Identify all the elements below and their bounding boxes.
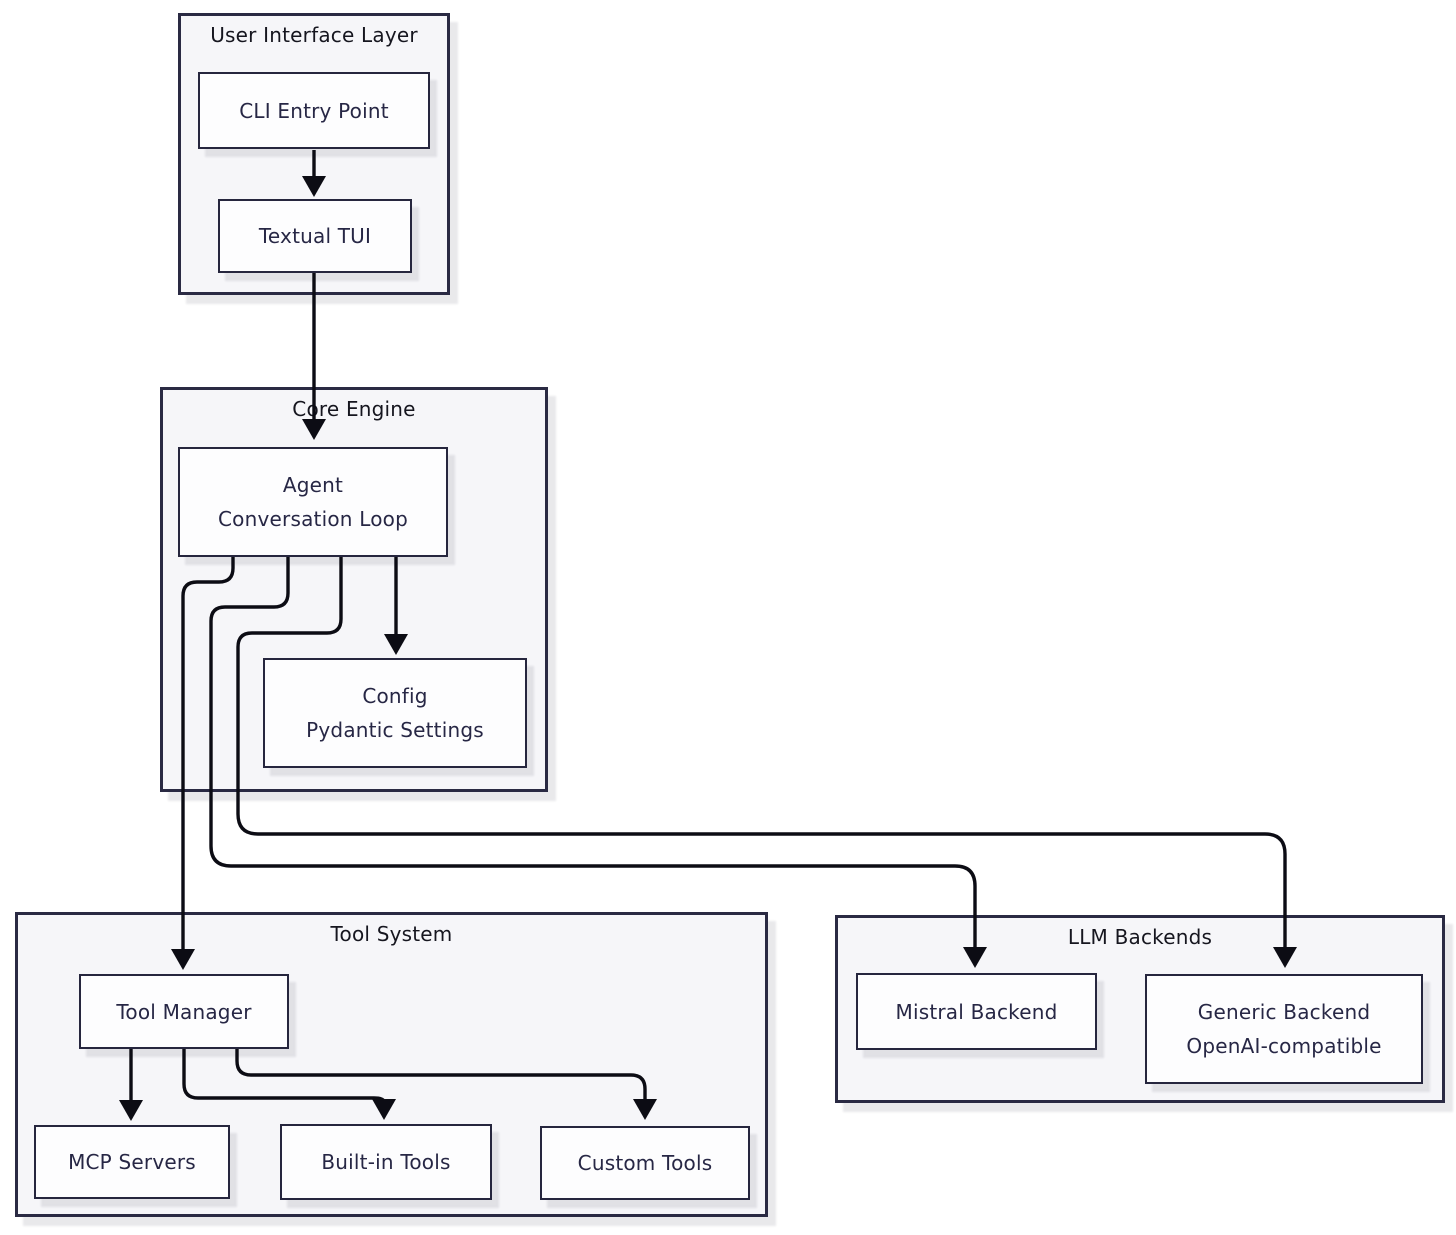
node-label-line: Config xyxy=(362,684,428,708)
node-tool-manager: Tool Manager xyxy=(79,974,289,1049)
node-label: Built-in Tools xyxy=(321,1150,451,1174)
node-textual-tui: Textual TUI xyxy=(218,199,412,273)
node-label: Textual TUI xyxy=(258,224,372,248)
node-config-pydantic-settings: Config Pydantic Settings xyxy=(263,658,527,768)
node-mistral-backend: Mistral Backend xyxy=(856,973,1097,1050)
container-title-core-engine: Core Engine xyxy=(292,397,416,421)
node-label: MCP Servers xyxy=(68,1150,196,1174)
node-label: Custom Tools xyxy=(577,1151,713,1175)
node-generic-backend: Generic Backend OpenAI-compatible xyxy=(1145,974,1423,1084)
node-label-line: Conversation Loop xyxy=(218,507,408,531)
node-agent-conversation-loop: Agent Conversation Loop xyxy=(178,447,448,557)
node-label: Tool Manager xyxy=(116,999,252,1024)
node-mcp-servers: MCP Servers xyxy=(34,1125,230,1199)
node-cli-entry-point: CLI Entry Point xyxy=(198,72,430,149)
node-label-line: Pydantic Settings xyxy=(306,718,484,742)
node-label: CLI Entry Point xyxy=(239,98,389,123)
container-title-user-interface-layer: User Interface Layer xyxy=(210,23,418,47)
container-title-llm-backends: LLM Backends xyxy=(1067,925,1213,949)
node-built-in-tools: Built-in Tools xyxy=(280,1124,492,1200)
container-title-tool-system: Tool System xyxy=(330,922,453,946)
node-label: Mistral Backend xyxy=(895,999,1058,1024)
node-label-line: Generic Backend xyxy=(1197,1000,1371,1024)
node-label-line: Agent xyxy=(282,473,344,497)
node-label-line: OpenAI-compatible xyxy=(1186,1034,1382,1058)
node-custom-tools: Custom Tools xyxy=(540,1126,750,1200)
